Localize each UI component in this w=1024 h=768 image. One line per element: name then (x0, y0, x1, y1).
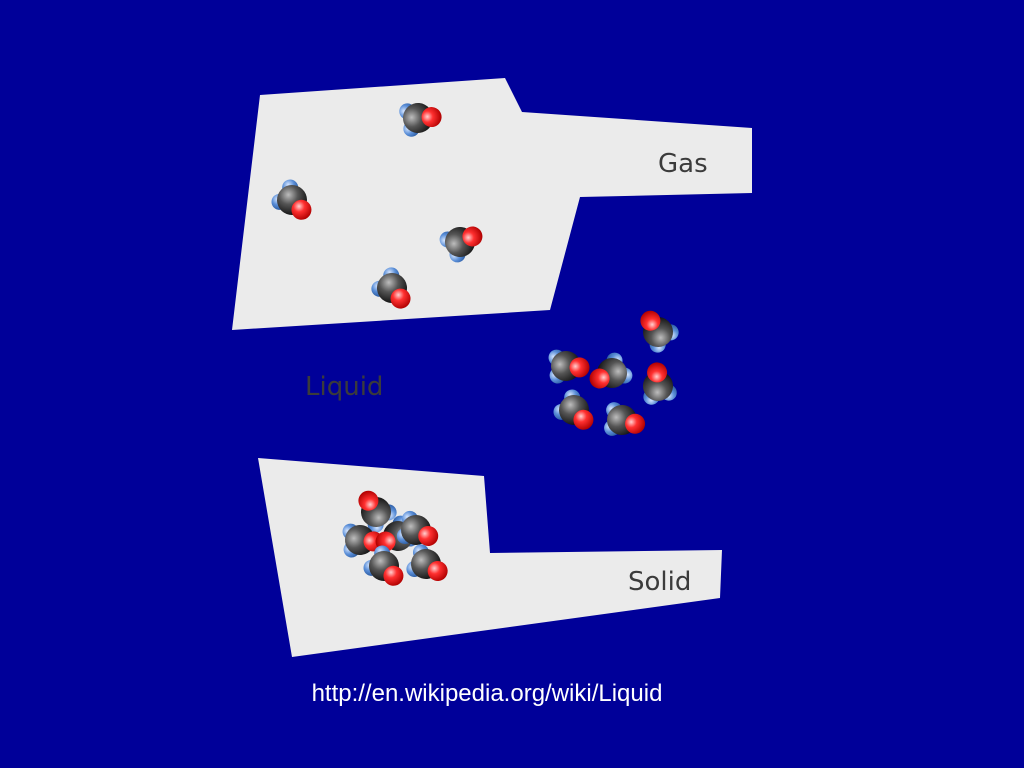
source-url: http://en.wikipedia.org/wiki/Liquid (311, 680, 663, 707)
solid-panel (258, 458, 722, 657)
liquid-molecules (538, 307, 685, 444)
liquid-label: Liquid (305, 372, 383, 402)
gas-panel (232, 78, 752, 330)
gas-label: Gas (658, 149, 708, 179)
solid-label: Solid (628, 567, 691, 597)
